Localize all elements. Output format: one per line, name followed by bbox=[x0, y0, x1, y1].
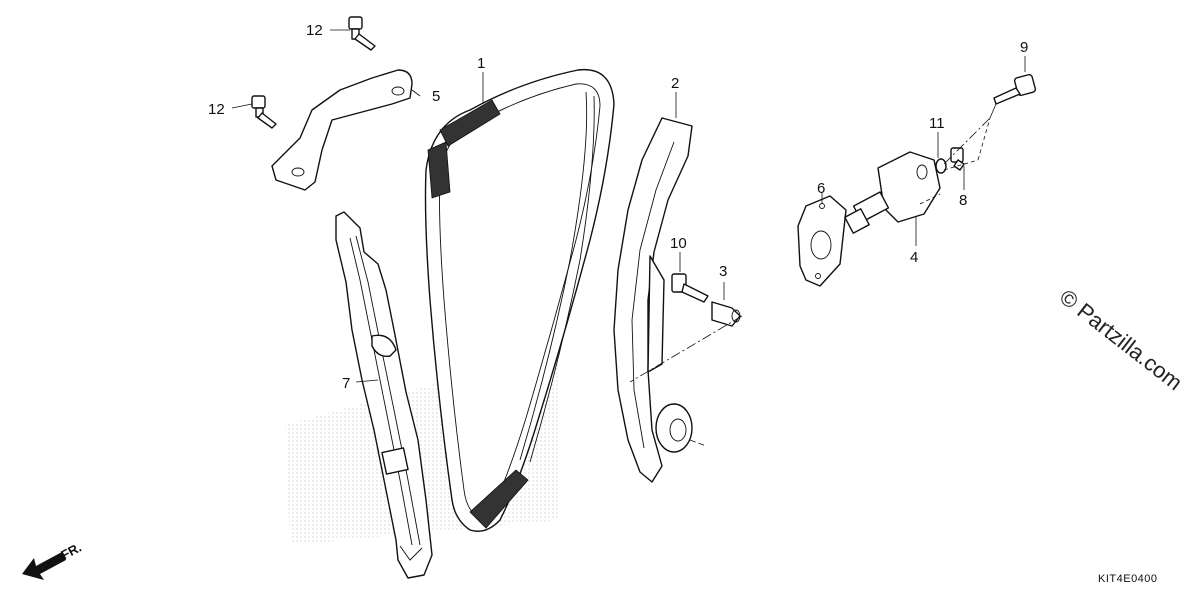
callout-8: 8 bbox=[959, 192, 967, 209]
callout-4: 4 bbox=[910, 249, 918, 266]
part-3-collar bbox=[711, 301, 741, 327]
callout-9: 9 bbox=[1020, 39, 1028, 56]
part-1-cam-chain bbox=[424, 68, 615, 532]
diagram-code: KIT4E0400 bbox=[1098, 573, 1158, 585]
part-2-tensioner-slipper bbox=[613, 117, 693, 483]
part-7-chain-guide-rail bbox=[335, 211, 433, 579]
callout-11: 11 bbox=[929, 115, 945, 132]
leader-lines bbox=[231, 29, 1026, 447]
part-9-bolt bbox=[993, 73, 1037, 105]
part-11-washer bbox=[935, 158, 947, 174]
part-10-bolt bbox=[671, 273, 709, 303]
callout-1: 1 bbox=[477, 55, 485, 72]
part-6-gasket bbox=[797, 195, 847, 287]
part-4-tensioner-lifter bbox=[844, 151, 941, 234]
watermark: © Partzilla.com bbox=[1055, 284, 1187, 395]
callout-numbers: 1 2 3 4 5 6 7 8 9 10 11 12 12 bbox=[208, 22, 1028, 392]
front-arrow-icon bbox=[22, 552, 66, 580]
part-12-bolt-lower bbox=[251, 95, 277, 129]
part-5-guide-bracket bbox=[271, 69, 413, 191]
callout-7: 7 bbox=[342, 375, 350, 392]
callout-6: 6 bbox=[817, 180, 825, 197]
front-direction-indicator: FR. bbox=[22, 540, 84, 580]
callout-12-lower: 12 bbox=[208, 101, 225, 118]
callout-10: 10 bbox=[670, 235, 687, 252]
part-12-bolt-upper bbox=[348, 16, 376, 51]
callout-12-upper: 12 bbox=[306, 22, 323, 39]
callout-5: 5 bbox=[432, 88, 440, 105]
part-8-bolt bbox=[950, 147, 965, 171]
callout-3: 3 bbox=[719, 263, 727, 280]
callout-2: 2 bbox=[671, 75, 679, 92]
